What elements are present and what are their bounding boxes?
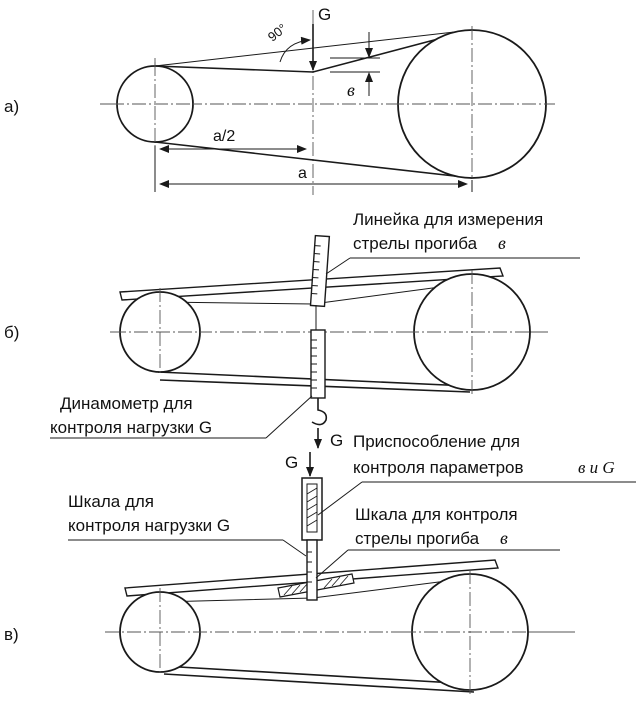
panel-c-load-label-1: Шкала для: [68, 492, 154, 511]
panel-a-half-span-label: a/2: [213, 128, 235, 145]
panel-a-span-label: a: [298, 165, 307, 182]
panel-c-device-label-2: контроля параметров: [353, 458, 524, 477]
panel-b-dyn-label-1: Динамометр для: [60, 394, 193, 413]
panel-c-defl-symbol: в: [500, 528, 508, 548]
panel-b-dyn-label-2: контроля нагрузки G: [50, 418, 212, 437]
panel-a-force-label: G: [318, 5, 331, 24]
panel-c-device-label-1: Приспособление для: [353, 432, 520, 451]
panel-c-defl-label-2: стрелы прогиба: [355, 529, 480, 548]
panel-b-ruler-label-2: стрелы прогиба: [353, 234, 478, 253]
panel-c-plunger: [306, 539, 318, 601]
panel-a-angle-arc: [279, 36, 311, 63]
panel-b-letter: б): [4, 323, 19, 342]
panel-b: G Линейка для измерения стрелы прогиба в…: [4, 210, 580, 450]
panel-b-ruler-symbol: в: [498, 233, 506, 253]
panel-c-force-label: G: [285, 453, 298, 472]
panel-a-angle-label: 90°: [265, 21, 290, 45]
panel-c-belt-bottom: [161, 665, 473, 685]
panel-a-letter: а): [4, 97, 19, 116]
panel-c-defl-label-1: Шкала для контроля: [355, 505, 518, 524]
panel-b-force-label: G: [330, 431, 343, 450]
panel-c: G Приспособление для контроля параметров…: [4, 432, 636, 694]
panel-b-ruler-label-1: Линейка для измерения: [353, 210, 543, 229]
panel-a-belt-top: [154, 29, 473, 73]
panel-a-belt-bottom: [154, 141, 473, 179]
panel-a: G 90° в a/2 a а): [4, 5, 555, 195]
panel-a-deflection-label: в: [347, 80, 355, 100]
panel-c-device-symbol: в и G: [578, 458, 615, 477]
panel-c-letter: в): [4, 625, 19, 644]
panel-c-load-label-2: контроля нагрузки G: [68, 516, 230, 535]
panel-b-hook: [311, 398, 328, 426]
